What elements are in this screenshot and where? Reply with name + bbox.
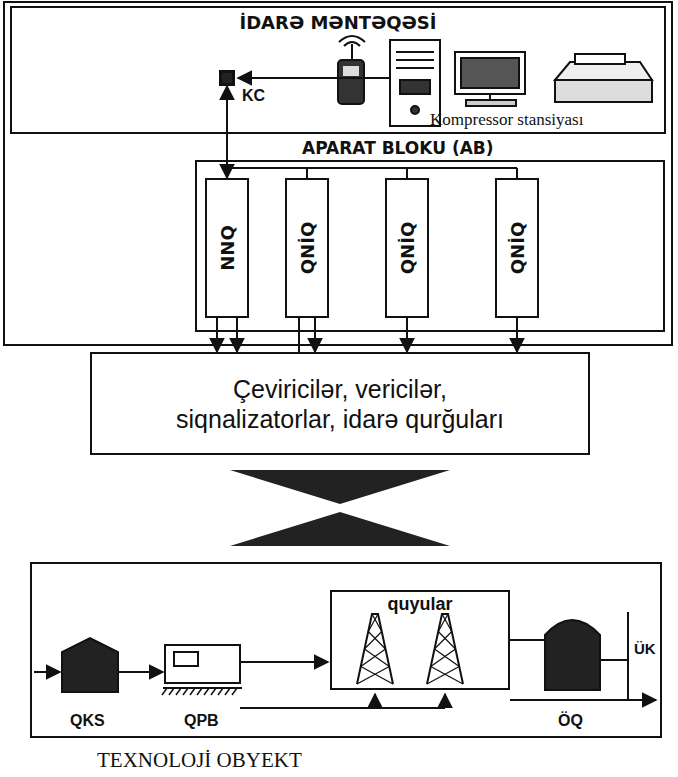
signal-line [226,86,228,178]
block-label: APARAT BLOKU (AB) [302,138,494,158]
part-label: ÖQ [558,712,583,730]
unit-label: QNİQ [297,222,318,274]
unit-label: NNQ [217,225,238,270]
unit-box: QNİQ [285,178,329,318]
outer-frame [4,2,672,345]
signal-line [516,318,518,352]
block-label: Çeviricilər, vericilər, siqnalizatorlar,… [165,374,515,434]
kc-box: KC [219,70,235,86]
unit-label: QNİQ [507,222,528,274]
block-label: KC [242,87,265,105]
signal-line [236,318,238,352]
part-label: QKS [70,712,105,730]
unit-box: QNİQ [385,178,429,318]
signal-line [216,318,218,352]
monitor-icon [455,52,525,106]
block-box: quyular [330,590,510,690]
signal-line [406,318,408,352]
phone-icon [338,36,365,104]
block-box: Çeviricilər, vericilər, siqnalizatorlar,… [90,352,590,455]
signal-line [314,318,316,352]
block-label: TEXNOLOJİ OBYEKT [97,748,302,773]
interface-symbol [230,470,450,546]
unit-box: NNQ [205,178,249,318]
signal-line [298,318,300,352]
part-label: ÜK [634,640,656,657]
part-label: QPB [184,712,219,730]
printer-icon [555,54,652,102]
process-flow [34,612,656,708]
block-label: quyular [332,594,508,615]
part-label: Kompressor stansiyası [430,110,583,130]
block-box: TEXNOLOJİ OBYEKTquyular [30,562,662,738]
bus-lines [227,168,517,178]
unit-box: QNİQ [495,178,539,318]
block-box: APARAT BLOKU (AB)NNQQNİQQNİQQNİQ [195,160,665,332]
unit-label: QNİQ [397,222,418,274]
signal-arrow [238,77,389,79]
block-label: İDARƏ MƏNTƏQƏSİ [12,12,664,33]
